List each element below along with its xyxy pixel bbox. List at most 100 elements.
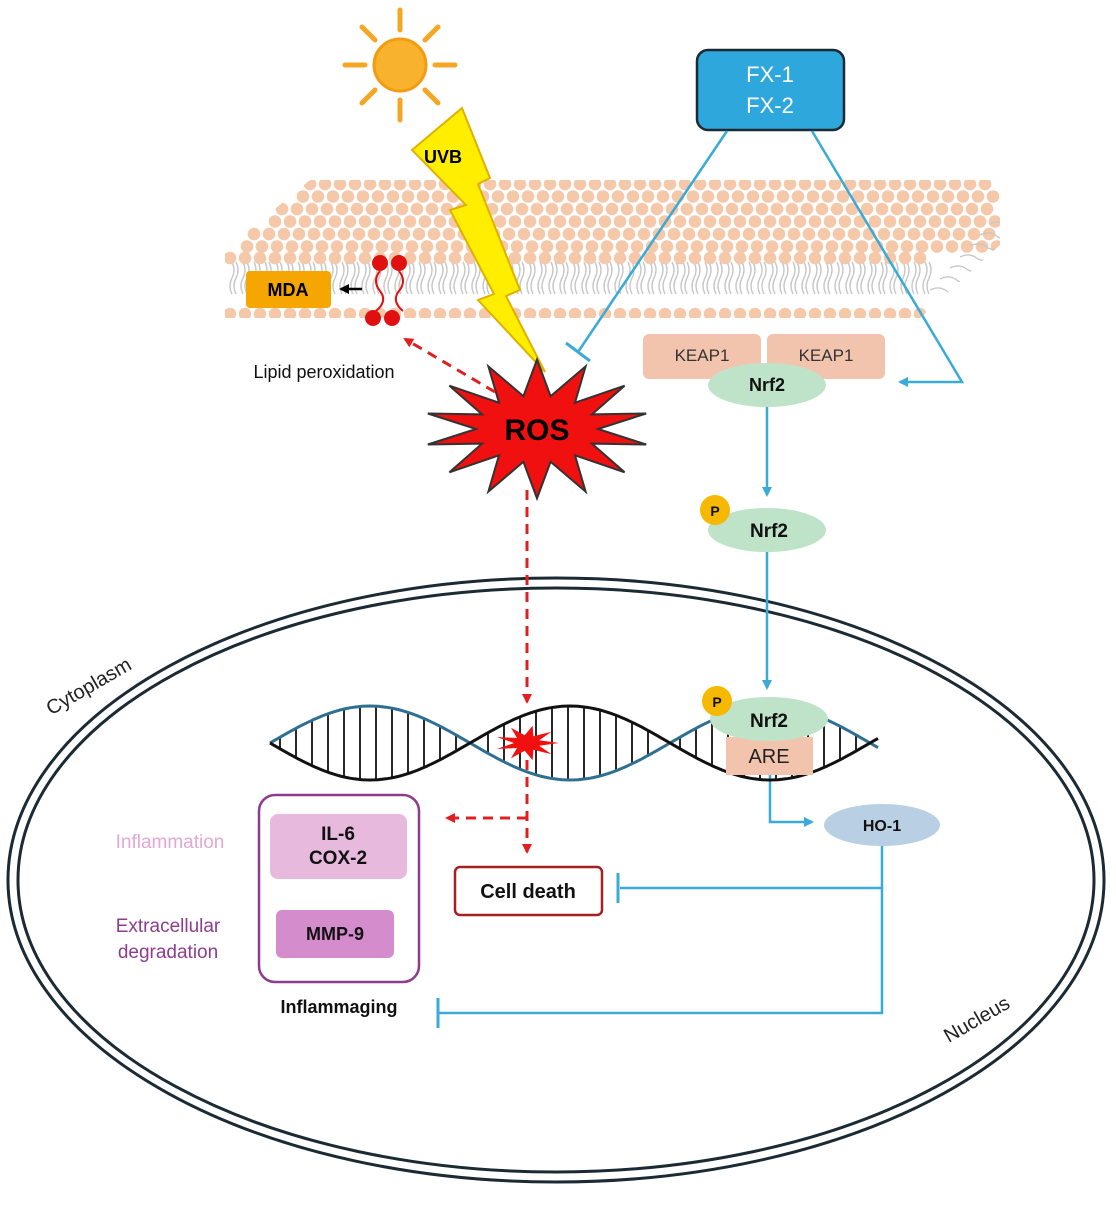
lipid-tail (530, 261, 536, 295)
lipid-tail (816, 261, 822, 295)
lipid-head (388, 215, 402, 228)
lipid-head (877, 227, 891, 241)
ho1-node: HO-1 (824, 804, 940, 846)
lipid-tail (728, 261, 734, 295)
lipid-head (328, 251, 342, 265)
lipid-head (740, 202, 754, 216)
lipid-head (536, 190, 550, 203)
lipid-head (277, 227, 291, 241)
lipid-head (806, 190, 820, 203)
lipid-head (333, 180, 347, 191)
lipid-head (667, 227, 681, 241)
lipid-head (703, 215, 717, 228)
lipid-tail (959, 254, 999, 262)
lipid-tail (240, 261, 246, 295)
lipid-head (538, 215, 552, 228)
phospho-p-label: P (710, 503, 719, 519)
lipid-tail (574, 261, 580, 295)
lipid-head (823, 307, 837, 318)
lipid-tail (537, 261, 543, 295)
lipid-head (832, 227, 846, 241)
lipid-head (656, 190, 670, 203)
lipid-tail (460, 261, 466, 295)
lipid-head (418, 307, 432, 318)
lipid-head (418, 215, 432, 228)
lipid-head (225, 251, 237, 265)
lipid-head (733, 215, 747, 228)
lipid-tail (332, 261, 338, 295)
lipid-head (416, 190, 430, 203)
nuclear-nrf2-label: Nrf2 (750, 711, 788, 732)
lipid-head (450, 240, 464, 253)
lipid-head (693, 180, 707, 191)
lipid-head (776, 190, 790, 203)
lipid-head (982, 227, 996, 241)
lipid-head (658, 307, 672, 318)
lipid-head (838, 251, 852, 265)
lipid-head (255, 240, 269, 253)
lipid-tail (827, 261, 833, 295)
lipid-head (253, 307, 267, 318)
lipid-head (543, 180, 557, 191)
lipid-tail (383, 261, 389, 295)
lipid-head (630, 240, 644, 253)
lipid-head (815, 202, 829, 216)
lipid-head (530, 202, 544, 216)
lipid-tail (684, 261, 690, 295)
lipid-tail (647, 261, 653, 295)
lipid-head (663, 180, 677, 191)
lipid-head (292, 227, 306, 241)
pnrf2-label: Nrf2 (750, 521, 788, 542)
lipid-tail (636, 261, 642, 295)
lipid-head (300, 240, 314, 253)
lipid-head (600, 240, 614, 253)
lipid-head (568, 307, 582, 318)
lipid-head (958, 215, 972, 228)
lipid-head (838, 307, 852, 318)
uvb-lightning: UVB (410, 106, 546, 373)
lipid-head (817, 227, 831, 241)
lipid-tail (233, 261, 239, 295)
lipid-tail (361, 261, 367, 295)
lipid-tail (651, 261, 657, 295)
lipid-head (753, 180, 767, 191)
lipid-head (238, 307, 252, 318)
lipid-head (847, 227, 861, 241)
lipid-tail (629, 261, 635, 295)
lipid-head (933, 180, 947, 191)
mda-box: MDA (246, 271, 331, 308)
lipid-tail (915, 261, 921, 295)
lipid-head (330, 240, 344, 253)
lipid-tail (702, 261, 708, 295)
lipid-head (607, 227, 621, 241)
lipid-head (648, 180, 662, 191)
lipid-head (262, 227, 276, 241)
lipid-head (673, 307, 687, 318)
lipid-head (380, 202, 394, 216)
lipid-head (498, 180, 512, 191)
lipid-head (463, 307, 477, 318)
lipid-head (613, 307, 627, 318)
lipid-head (393, 180, 407, 191)
lipid-head (798, 180, 812, 191)
lipid-tail (878, 261, 884, 295)
lipid-head (673, 251, 687, 265)
lipid-head (945, 240, 959, 253)
lipid-head (583, 307, 597, 318)
lipid-head (363, 180, 377, 191)
lipid-head (643, 307, 657, 318)
lipid-head (830, 202, 844, 216)
are-label: ARE (748, 746, 789, 768)
lipid-head (433, 251, 447, 265)
lipid-head (643, 215, 657, 228)
cytoplasm-label: Cytoplasm (43, 654, 136, 720)
lipid-head (315, 240, 329, 253)
lipid-tail (658, 261, 664, 295)
lipid-tail (900, 261, 906, 295)
lipid-head (718, 307, 732, 318)
lipid-head (613, 251, 627, 265)
lipid-tail (706, 261, 712, 295)
lipid-head (748, 251, 762, 265)
lipid-head (343, 251, 357, 265)
lipid-head (808, 251, 822, 265)
